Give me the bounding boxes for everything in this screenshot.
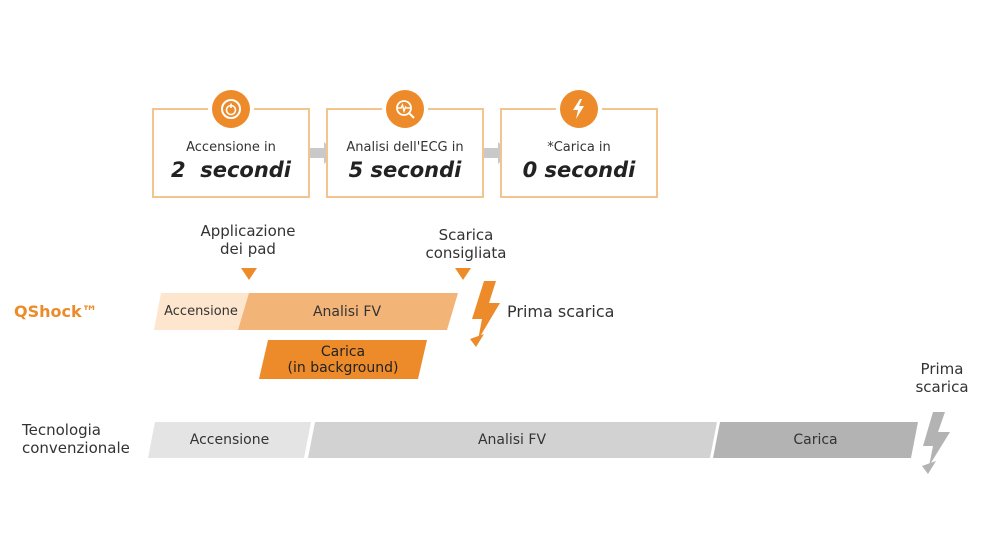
qshock-charge-label: Carica (in background) [287, 343, 399, 376]
step-value: 2 secondi [170, 158, 292, 182]
marker-label-pads: Applicazione dei pad [200, 222, 296, 258]
conventional-title: Tecnologia convenzionale [22, 421, 130, 457]
qshock-title: QShock™ [14, 302, 98, 321]
step-box-charge: *Carica in 0 secondi [500, 90, 658, 198]
qshock-startup-label: Accensione [164, 303, 238, 319]
ecg-analysis-icon [386, 90, 424, 128]
step-value: 0 secondi [522, 158, 636, 182]
qshock-startup-bar [154, 293, 249, 330]
conv-shock-arrowhead [922, 461, 936, 474]
marker-triangle-shock-advised [455, 268, 471, 280]
conv-shock-bolt-icon [923, 412, 950, 466]
step-label: *Carica in [547, 140, 611, 155]
qshock-shock-arrowhead [470, 334, 484, 347]
conv-charge-bar [713, 422, 918, 458]
marker-triangle-pads [241, 268, 257, 280]
conv-first-shock-label: Prima scarica [915, 360, 969, 396]
conv-startup-label: Accensione [189, 432, 270, 448]
step-box-ecg-analysis: Analisi dell'ECG in 5 secondi [326, 90, 484, 198]
qshock-first-shock-label: Prima scarica [507, 302, 615, 321]
conv-startup-bar [148, 422, 311, 458]
step-label: Accensione in [186, 140, 276, 155]
qshock-analysis-label: Analisi FV [312, 303, 382, 320]
qshock-analysis-bar [238, 293, 458, 330]
conv-charge-label: Carica [793, 432, 838, 448]
step-value: 5 secondi [348, 158, 462, 182]
conv-analysis-label: Analisi FV [477, 432, 547, 448]
qshock-charge-bar [259, 340, 427, 379]
power-icon [212, 90, 250, 128]
conv-analysis-bar [308, 422, 717, 458]
marker-label-shock-advised: Scarica consigliata [425, 226, 507, 262]
qshock-shock-bolt-icon [472, 281, 500, 340]
step-label: Analisi dell'ECG in [346, 140, 464, 155]
step-box-startup: Accensione in 2 secondi [152, 90, 310, 198]
lightning-icon [560, 90, 598, 128]
